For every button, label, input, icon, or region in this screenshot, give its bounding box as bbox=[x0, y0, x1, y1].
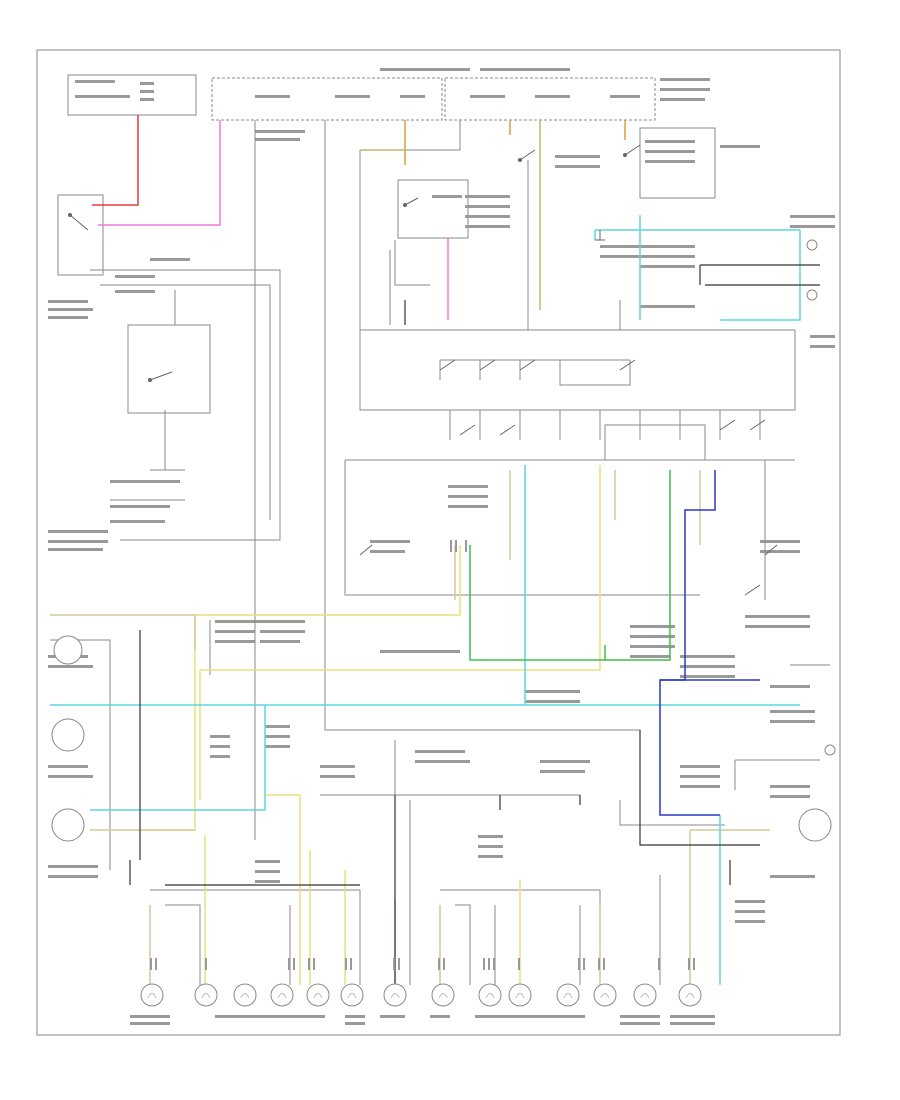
lamp-6 bbox=[340, 983, 364, 1007]
lamp-9-filament bbox=[485, 993, 495, 999]
lamp-14-socket bbox=[678, 983, 702, 1007]
lamp-2-socket bbox=[194, 983, 218, 1007]
lamp-1 bbox=[140, 983, 164, 1007]
connector-pins bbox=[150, 540, 695, 970]
lamp-11 bbox=[556, 983, 580, 1007]
lamp-10-filament bbox=[515, 993, 525, 999]
lamp-7-filament bbox=[390, 993, 400, 999]
lamp-1-filament bbox=[147, 993, 157, 999]
lamp-4-filament bbox=[277, 993, 287, 999]
lamp-11-filament bbox=[563, 993, 573, 999]
bcm-box bbox=[211, 77, 443, 121]
turn-switch-box bbox=[359, 329, 796, 411]
left-front-sidemarker-lamp bbox=[53, 635, 83, 665]
right-sidemarker-lamp-2 bbox=[806, 289, 818, 301]
lamp-4-socket bbox=[270, 983, 294, 1007]
lamp-2 bbox=[194, 983, 218, 1007]
lamp-8-socket bbox=[431, 983, 455, 1007]
lamp-6-socket bbox=[340, 983, 364, 1007]
orange-wires bbox=[404, 120, 626, 165]
lamp-10-socket bbox=[508, 983, 532, 1007]
lamp-9-socket bbox=[478, 983, 502, 1007]
gray-wires bbox=[50, 120, 830, 990]
lamp-12-socket bbox=[593, 983, 617, 1007]
lamp-13 bbox=[633, 983, 657, 1007]
right-front-sidemarker bbox=[824, 744, 836, 756]
lamp-8-filament bbox=[438, 993, 448, 999]
lamp-9 bbox=[478, 983, 502, 1007]
left-front-park-lamp bbox=[51, 718, 85, 752]
side-lamp-symbols bbox=[51, 239, 836, 842]
lamp-3-filament bbox=[240, 993, 250, 999]
relay-box bbox=[397, 179, 469, 239]
right-front-park-lamp bbox=[798, 808, 832, 842]
blue-wires bbox=[659, 470, 760, 816]
lamp-12 bbox=[593, 983, 617, 1007]
lamp-5 bbox=[306, 983, 330, 1007]
left-front-turn-lamp bbox=[51, 808, 85, 842]
lamp-11-socket bbox=[556, 983, 580, 1007]
right-sidemarker-lamp bbox=[806, 239, 818, 251]
lamp-7 bbox=[383, 983, 407, 1007]
lamp-14-filament bbox=[685, 993, 695, 999]
lamp-2-filament bbox=[201, 993, 211, 999]
hazard-box bbox=[604, 424, 706, 461]
lamp-3-socket bbox=[233, 983, 257, 1007]
relay-center-box bbox=[444, 77, 656, 121]
lightblue-wires bbox=[50, 215, 801, 985]
lamp-13-filament bbox=[640, 993, 650, 999]
stoplamp-relay-box bbox=[639, 127, 716, 199]
lamp-8 bbox=[431, 983, 455, 1007]
lamp-14 bbox=[678, 983, 702, 1007]
lamp-5-socket bbox=[306, 983, 330, 1007]
bottom-lamp-row bbox=[140, 983, 702, 1007]
lamp-6-filament bbox=[347, 993, 357, 999]
green-wires bbox=[469, 470, 671, 661]
lamp-13-socket bbox=[633, 983, 657, 1007]
diagram-frame bbox=[36, 49, 841, 1036]
lamp-10 bbox=[508, 983, 532, 1007]
switch-symbols bbox=[68, 144, 778, 596]
lamp-12-filament bbox=[600, 993, 610, 999]
red-wire bbox=[92, 115, 139, 206]
lamp-4 bbox=[270, 983, 294, 1007]
gold-wires bbox=[360, 120, 541, 310]
lamp-7-socket bbox=[383, 983, 407, 1007]
pink-wires bbox=[98, 120, 449, 320]
lamp-1-socket bbox=[140, 983, 164, 1007]
dimmer-box bbox=[127, 324, 211, 414]
headlamp-switch-box bbox=[57, 194, 104, 276]
black-wires bbox=[129, 264, 820, 985]
lamp-3 bbox=[233, 983, 257, 1007]
lamp-5-filament bbox=[313, 993, 323, 999]
tiny-labels bbox=[48, 68, 835, 1025]
fuse-block-box bbox=[67, 74, 197, 116]
